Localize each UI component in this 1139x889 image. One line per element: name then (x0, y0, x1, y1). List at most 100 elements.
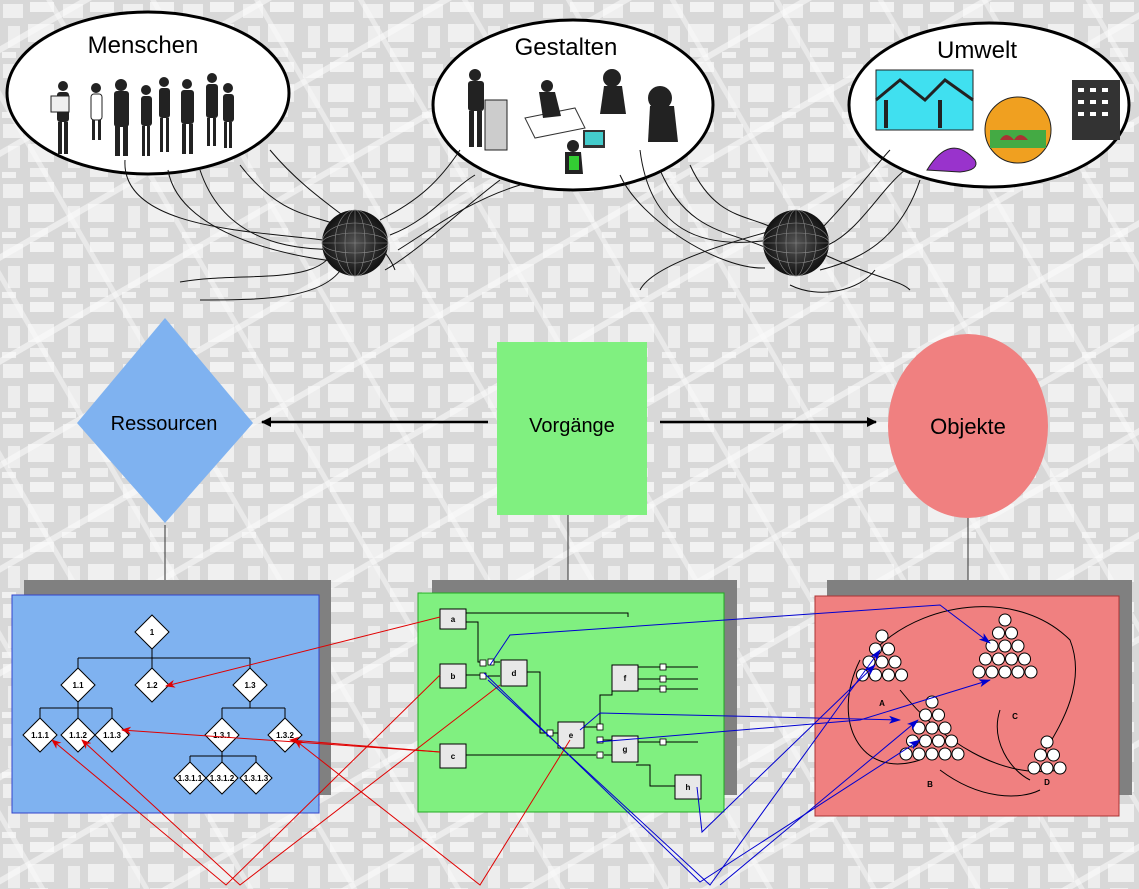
object-node (912, 721, 926, 735)
object-node (919, 708, 932, 722)
process-node-label: h (686, 783, 691, 792)
process-node: e (557, 721, 585, 749)
cloud-design: Gestalten (431, 18, 715, 192)
resource-node-label: 1.2 (146, 681, 158, 690)
resource-node: 1.3.1 (204, 717, 240, 753)
object-node (1024, 665, 1038, 679)
resource-node: 1.3.1.3 (239, 761, 273, 795)
objects-label: Objekte (930, 414, 1006, 439)
object-node (1011, 639, 1025, 653)
object-node (998, 613, 1012, 627)
process-node-label: a (451, 615, 456, 624)
environment-clipart-icon (875, 69, 1120, 173)
cloud-environment: Umwelt (847, 21, 1131, 189)
category-objects: Objekte (888, 334, 1048, 518)
resource-node-label: 1 (150, 628, 155, 637)
resource-node: 1.3 (232, 667, 268, 703)
resource-node-label: 1.1 (72, 681, 84, 690)
resource-node-label: 1.3.1.2 (210, 774, 235, 783)
object-node (882, 642, 895, 656)
process-node: d (500, 659, 528, 687)
resource-tree: 1 1.1 1.2 1.3 1.1.1 1.1.2 1.1.3 1.3.1 1.3.2 1.3.1… (22, 614, 303, 795)
object-node (869, 668, 882, 682)
object-label: B (927, 780, 933, 789)
object-node (1005, 652, 1018, 666)
object-node (912, 747, 926, 761)
object-node (1047, 748, 1060, 762)
resource-node-label: 1.3.1.3 (244, 774, 269, 783)
object-node (875, 655, 889, 669)
object-node (992, 626, 1005, 640)
object-node (1011, 665, 1025, 679)
process-node: b (439, 663, 467, 689)
red-links (51, 616, 571, 886)
process-node: h (674, 774, 702, 800)
object-node (899, 747, 913, 761)
resources-panel (11, 594, 320, 814)
object-node (938, 747, 952, 761)
people-clipart-icon (50, 73, 234, 156)
object-node (895, 668, 908, 682)
cloud-people: Menschen (5, 10, 291, 176)
object-node (998, 639, 1012, 653)
resource-node: 1.1 (60, 667, 96, 703)
process-node-label: f (624, 674, 627, 683)
object-node (938, 721, 952, 735)
resource-node-label: 1.1.1 (31, 731, 49, 740)
process-node: f (611, 664, 639, 692)
resource-node-label: 1.3.2 (276, 731, 294, 740)
object-label: D (1044, 778, 1050, 787)
processes-label: Vorgänge (529, 415, 615, 437)
object-node (945, 734, 958, 748)
object-structure: D (1027, 735, 1067, 787)
process-node-label: e (569, 731, 574, 740)
cloud-design-title: Gestalten (515, 34, 618, 61)
object-node (972, 665, 986, 679)
resource-node: 1.1.1 (22, 717, 58, 753)
design-clipart-icon (468, 69, 678, 174)
category-processes: Vorgänge (497, 342, 647, 515)
object-structure: C (972, 613, 1038, 721)
resource-node: 1.3.1.1 (173, 761, 207, 795)
resource-node-label: 1.1.3 (103, 731, 121, 740)
object-node (1005, 626, 1018, 640)
resource-node-label: 1.3 (244, 681, 256, 690)
process-node-label: d (512, 669, 517, 678)
object-node (992, 652, 1005, 666)
object-node (1040, 735, 1054, 749)
process-node-label: g (623, 745, 628, 754)
object-node (925, 747, 939, 761)
object-node (1027, 761, 1041, 775)
resource-node: 1.2 (134, 667, 170, 703)
process-node: c (439, 743, 467, 769)
object-node (888, 655, 902, 669)
knot-left-icon (321, 209, 389, 277)
cloud-people-title: Menschen (88, 32, 199, 59)
process-network: a b c d e f g h (439, 608, 702, 800)
object-node (979, 652, 992, 666)
process-node: a (439, 608, 467, 630)
process-ports (479, 658, 667, 759)
object-node (1040, 761, 1054, 775)
object-label: A (879, 699, 885, 708)
object-structure: B (899, 695, 965, 789)
resource-node-label: 1.3.1.1 (178, 774, 203, 783)
object-node (875, 629, 889, 643)
object-node (985, 665, 999, 679)
panel-connectors (164, 515, 969, 580)
object-label: C (1012, 712, 1018, 721)
object-node (869, 642, 882, 656)
object-node (932, 708, 945, 722)
object-node (882, 668, 895, 682)
process-node-label: c (451, 752, 456, 761)
object-node (951, 747, 965, 761)
cloud-environment-title: Umwelt (937, 37, 1017, 64)
object-node (919, 734, 932, 748)
blue-links (483, 604, 991, 886)
process-node-label: b (451, 672, 456, 681)
processes-panel (417, 592, 725, 813)
resource-node-label: 1.1.2 (69, 731, 87, 740)
objects-panel (814, 595, 1120, 817)
